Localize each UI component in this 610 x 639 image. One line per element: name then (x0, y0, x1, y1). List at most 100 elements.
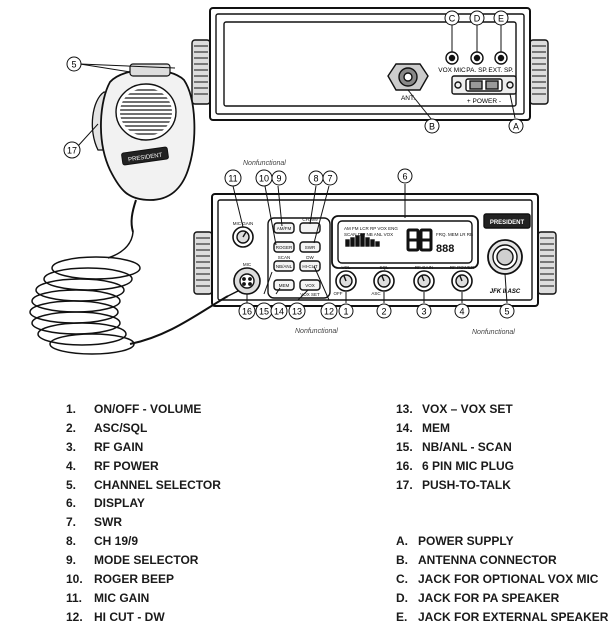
legend-item: 7.SWR (66, 513, 221, 532)
legend-text: JACK FOR PA SPEAKER (418, 590, 560, 605)
callout-2: 2 (376, 303, 392, 319)
callout-9: 9 (271, 170, 287, 186)
legend-text: CH 19/9 (94, 534, 139, 549)
callout-3: 3 (416, 303, 432, 319)
legend-key: 1. (66, 402, 77, 416)
legend-item: 3.RF GAIN (66, 438, 221, 457)
radio-brand: PRESIDENT (490, 220, 525, 226)
legend-item: 9. MODE SELECTOR (66, 551, 221, 570)
radio-model: JFK II ASC (490, 289, 521, 295)
lcd-frequency: 888 (436, 243, 454, 255)
svg-text:15: 15 (259, 307, 269, 317)
legend-text: MIC GAIN (94, 590, 150, 605)
legend-item: 15.NB/ANL - SCAN (396, 438, 514, 457)
legend-key: 9. (66, 553, 77, 568)
legend-item: 10. ROGER BEEP (66, 570, 221, 589)
lcd-mid-row: SCAN DW NB ANL VOX (344, 232, 393, 237)
legend-text: POWER SUPPLY (418, 534, 514, 548)
label-rf-power: RF POWER (450, 265, 475, 270)
callout-8: 8 (308, 170, 324, 186)
microphone (91, 63, 196, 233)
legend-key: 3. (66, 439, 77, 454)
legend-key: D. (396, 590, 408, 605)
svg-text:5: 5 (71, 60, 76, 70)
callout-11: 11 (224, 169, 242, 187)
label-rf-gain: RF GAIN (415, 265, 433, 270)
label-am-fm: AM/FM (277, 226, 292, 231)
legend-key: A. (396, 534, 408, 548)
callout-15: 15 (255, 302, 273, 320)
callout-14: 14 (270, 302, 288, 320)
legend-text: ROGER BEEP (94, 572, 175, 587)
mic-brand-label: PRESIDENT (128, 153, 163, 164)
rear-label-vox-mic: VOX MIC (438, 67, 466, 74)
label-dw: DW (306, 255, 314, 260)
svg-text:6: 6 (402, 172, 407, 182)
legend-item: 16.6 PIN MIC PLUG (396, 457, 514, 476)
svg-text:9: 9 (276, 174, 281, 184)
legend-key: 4. (66, 458, 77, 473)
svg-text:12: 12 (324, 307, 334, 317)
rear-panel (191, 7, 549, 121)
legend-item: 5.CHANNEL SELECTOR (66, 476, 221, 495)
svg-text:1: 1 (343, 307, 348, 317)
svg-text:A: A (513, 122, 519, 132)
legend-item: E. JACK FOR EXTERNAL SPEAKER (396, 608, 608, 627)
svg-text:3: 3 (421, 307, 426, 317)
legend-text: CHANNEL SELECTOR (94, 477, 221, 492)
legend-item: 12.HI CUT - DW (66, 608, 221, 627)
legend-key: B. (396, 552, 408, 567)
rear-label-power: + POWER - (467, 98, 501, 105)
legend-item: 17.PUSH-TO-TALK (396, 476, 514, 495)
svg-text:10: 10 (259, 174, 269, 184)
callout-6: 6 (397, 168, 413, 184)
legend-text: VOX – VOX SET (422, 402, 513, 416)
label-mem: MEM (279, 283, 290, 288)
svg-text:7: 7 (327, 174, 332, 184)
callout-17: 17 (63, 141, 81, 159)
legend-key: 2. (66, 420, 77, 435)
legend-text: ON/OFF - VOLUME (94, 402, 202, 416)
legend-text: JACK FOR EXTERNAL SPEAKER (418, 609, 609, 624)
callout-12: 12 (320, 302, 338, 320)
svg-text:14: 14 (274, 307, 284, 317)
callout-5-mic: 5 (66, 56, 82, 72)
rear-label-ant: ANT. (401, 95, 415, 102)
legend-text: NB/ANL - SCAN (422, 439, 512, 454)
legend-item: 14.MEM (396, 419, 514, 438)
label-vox: VOX (305, 283, 315, 288)
legend-key: 8. (66, 534, 77, 549)
legend-key: 10. (66, 572, 83, 587)
callout-13: 13 (288, 302, 306, 320)
callout-D: D (469, 10, 485, 26)
legend-item: C.JACK FOR OPTIONAL VOX MIC (396, 570, 608, 589)
svg-text:D: D (474, 14, 481, 24)
callout-4: 4 (454, 303, 470, 319)
rear-label-pa-sp: PA. SP. (466, 67, 488, 74)
lcd-side-text: FRQ. MEM LR RB (436, 232, 473, 237)
note-nonfunctional-right: Nonfunctional (472, 329, 515, 336)
svg-text:4: 4 (459, 307, 464, 317)
svg-text:C: C (449, 14, 456, 24)
legend-text: JACK FOR OPTIONAL VOX MIC (418, 571, 599, 586)
radio-diagram: VOX MIC PA. SP. EXT. SP. ANT. + POWER - … (29, 7, 557, 355)
legend-item: 6.DISPLAY (66, 494, 221, 513)
label-sql: SQL (379, 265, 389, 270)
legend-text: SWR (94, 515, 122, 530)
note-nonfunctional-bottom: Nonfunctional (295, 328, 338, 335)
callout-A: A (508, 118, 524, 134)
lcd-channel-digits: 88 (390, 252, 392, 254)
legend-key: E. (396, 609, 408, 624)
callout-16: 16 (238, 302, 256, 320)
label-roger: ROGER (276, 245, 293, 250)
callout-7: 7 (322, 170, 338, 186)
callout-10: 10 (255, 169, 273, 187)
legend-text: MODE SELECTOR (94, 553, 199, 568)
legend-key: 12. (66, 609, 83, 624)
legend-key: 11. (66, 590, 83, 605)
callout-1: 1 (338, 303, 354, 319)
label-vol: VOL (341, 265, 351, 270)
label-hi-cut: HI-CUT (302, 264, 317, 269)
